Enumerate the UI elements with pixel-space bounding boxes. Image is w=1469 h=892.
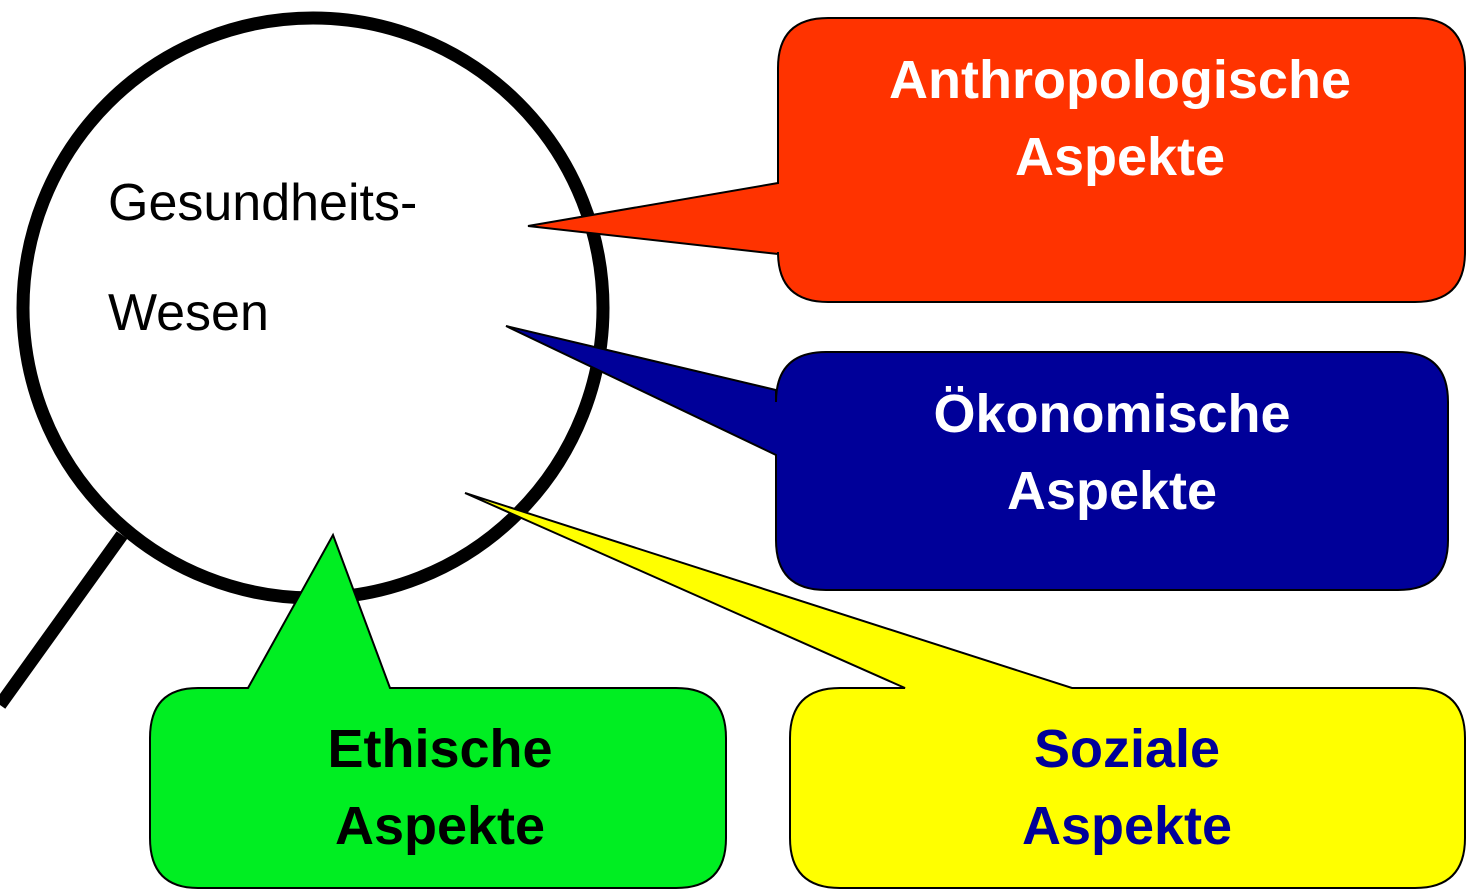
center-title-line2: Wesen [108, 284, 269, 342]
callout-soziale: Soziale Aspekte [464, 492, 1466, 889]
callout-anthropologische-line2: Aspekte [1015, 127, 1225, 187]
callout-anthropologische: Anthropologische Aspekte [527, 17, 1466, 303]
callout-ethische-line2: Aspekte [335, 796, 545, 856]
callout-ethische-line1: Ethische [327, 719, 552, 779]
callout-soziale-line1: Soziale [1034, 719, 1220, 779]
callout-ethische-shape [149, 532, 727, 889]
callout-oekonomische-line2: Aspekte [1007, 461, 1217, 521]
callout-oekonomische-shape [505, 325, 1449, 591]
callout-oekonomische: Ökonomische Aspekte [505, 325, 1449, 591]
center-title-line1: Gesundheits- [108, 174, 417, 232]
callout-soziale-line2: Aspekte [1022, 796, 1232, 856]
callout-soziale-shape [464, 492, 1466, 889]
callout-ethische: Ethische Aspekte [149, 532, 727, 889]
callout-anthropologische-line1: Anthropologische [889, 50, 1351, 110]
magnifier-handle [0, 531, 128, 709]
callout-anthropologische-shape [527, 17, 1466, 303]
callout-oekonomische-line1: Ökonomische [933, 384, 1290, 444]
